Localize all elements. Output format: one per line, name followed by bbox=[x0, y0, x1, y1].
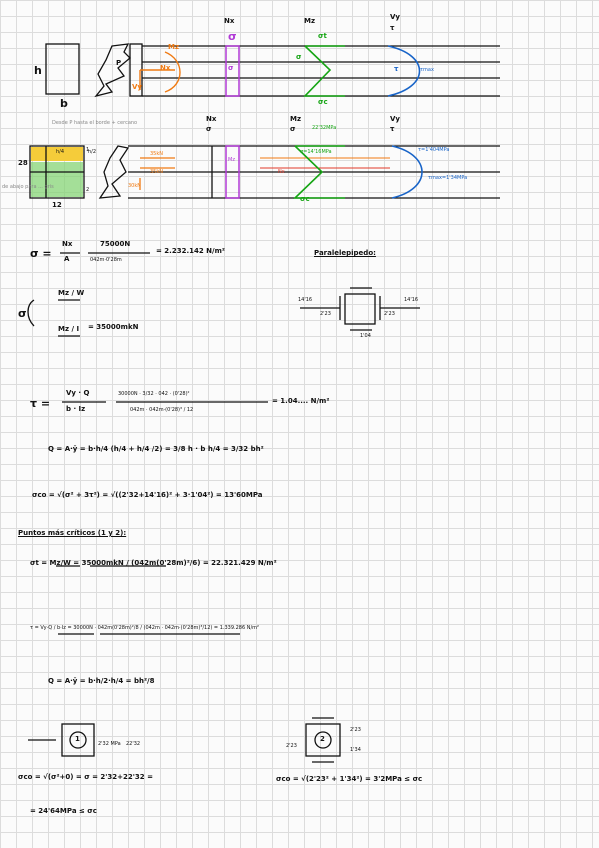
label-sigma-t2: σ bbox=[296, 53, 302, 61]
par-r: 14'16 bbox=[404, 297, 419, 303]
p2-val-r: 2'23 bbox=[350, 727, 361, 733]
label-h4: h/4 bbox=[56, 149, 65, 155]
sigma-t-eq: σt = Mz/W = 35000mkN / (042m(0'28m)²/6) … bbox=[30, 559, 277, 567]
sigma-mid-2: σ=14'16MPa bbox=[300, 149, 332, 155]
stress-c: 30kN bbox=[128, 183, 141, 189]
tau-lhs: τ = bbox=[30, 397, 51, 410]
sigma-co1b: = 24'64MPa ≤ σc bbox=[30, 807, 97, 815]
puntos-criticos: Puntos más críticos (1 y 2): bbox=[18, 529, 127, 537]
col-tau-1: τ bbox=[390, 24, 395, 32]
tau-1-2: τ=1'404MPa bbox=[418, 147, 450, 153]
sigma-result: = 2.232.142 N/m² bbox=[156, 247, 225, 255]
point1-circle bbox=[69, 731, 87, 749]
nx-val-2: Nx bbox=[278, 169, 285, 175]
point1-box bbox=[61, 723, 95, 757]
stress-b: 35kN bbox=[150, 169, 163, 175]
parallelepiped-box bbox=[344, 293, 376, 325]
cross-section-rect bbox=[45, 43, 80, 95]
label-sigma-t: σt bbox=[318, 32, 327, 40]
frac2-den: 042m·0'28m bbox=[90, 257, 122, 263]
label-sigma-inner: σ bbox=[228, 64, 234, 72]
p2-val-l: 2'23 bbox=[286, 743, 297, 749]
moment-mz-arrow bbox=[164, 51, 181, 93]
sigma-top-2: 22'32MPa bbox=[312, 125, 337, 131]
p1-val: 2'32 MPa bbox=[98, 741, 121, 747]
mz-w: Mz / W bbox=[58, 289, 85, 297]
frac1-den: A bbox=[64, 255, 70, 263]
dim-28: 28 bbox=[18, 159, 28, 167]
col-mz-1: Mz bbox=[304, 17, 316, 25]
label-sigma-c: σc bbox=[318, 98, 328, 106]
par-104: 1'04 bbox=[360, 333, 371, 339]
sigma-c-2: σc bbox=[300, 195, 310, 203]
col-sigma-2: σ bbox=[206, 125, 212, 133]
mz-val-2: Mz bbox=[228, 157, 235, 163]
col-vy-2: Vy bbox=[390, 115, 400, 123]
label-P: P bbox=[116, 59, 122, 67]
label-point-1: 1 bbox=[86, 147, 90, 153]
mz-i-val: = 35000mkN bbox=[88, 323, 139, 331]
par-223b: 2'23 bbox=[384, 311, 395, 317]
beam2-cut-outline bbox=[98, 145, 130, 199]
point2-circle bbox=[314, 731, 332, 749]
point1-label: 1 bbox=[75, 735, 80, 743]
col-sigma-2b: σ bbox=[290, 125, 296, 133]
bending2-stress-diagram bbox=[293, 145, 345, 199]
stress-a: 35kN bbox=[150, 151, 163, 157]
mz-i: Mz / I bbox=[58, 325, 80, 333]
p1-val2: 22'32 bbox=[126, 741, 141, 747]
sigma-co2: σco = √(2'23² + 1'34²) = 3'2MPa ≤ σc bbox=[276, 775, 423, 783]
col-nx-2: Nx bbox=[206, 115, 217, 123]
label-h2: h/2 bbox=[88, 149, 97, 155]
tau-num2: 30000N · 3/32 · 042 · (0'28)² bbox=[118, 391, 190, 397]
section2-green-band bbox=[31, 162, 83, 197]
par-l: 14'16 bbox=[298, 297, 313, 303]
tau-den2: 042m · 042m·(0'28)³ / 12 bbox=[130, 407, 194, 413]
sigma-co: σco = √(σ² + 3τ²) = √((2'32+14'16)² + 3·… bbox=[32, 491, 263, 499]
bending-stress-diagram bbox=[303, 45, 345, 97]
label-mz-orange: Mz bbox=[168, 43, 180, 51]
normal-stress-diagram bbox=[225, 45, 240, 97]
label-h: h bbox=[34, 64, 42, 77]
dim-12: 12 bbox=[52, 201, 62, 209]
shear2-stress-diagram bbox=[391, 145, 423, 199]
shear-stress-diagram bbox=[387, 45, 421, 97]
sigma-lhs: σ = bbox=[30, 247, 52, 260]
label-sigma-1: σ bbox=[228, 30, 237, 43]
col-tau-2: τ bbox=[390, 125, 395, 133]
point2-label: 2 bbox=[320, 735, 325, 743]
label-tau-inner: τ bbox=[394, 65, 399, 73]
col-nx-1: Nx bbox=[224, 17, 235, 25]
normal2-stress-diagram bbox=[225, 145, 240, 199]
frac1-num: Nx bbox=[62, 240, 73, 248]
q-eq2: Q = A·ȳ = b·h/2·h/4 = bh²/8 bbox=[48, 677, 155, 685]
beam-cut-outline bbox=[94, 43, 131, 98]
tau-max-2: τmax=1'34MPa bbox=[428, 175, 468, 181]
tau-den: b · Iz bbox=[66, 405, 86, 413]
q-eq: Q = A·ȳ = b·h/4 (h/4 + h/4 /2) = 3/8 h ·… bbox=[48, 445, 264, 453]
tau-result: = 1.04.... N/m² bbox=[272, 397, 330, 405]
col-vy-1: Vy bbox=[390, 13, 400, 21]
note-borde: Desde P hasta el borde + cercano bbox=[52, 120, 138, 126]
brace-left bbox=[27, 299, 35, 327]
label-tau-max: τmax bbox=[420, 67, 434, 73]
label-vy-orange: Vy bbox=[132, 83, 142, 91]
section2-yellow-band bbox=[31, 147, 83, 161]
col-mz-2: Mz bbox=[290, 115, 302, 123]
label-point-2: 2 bbox=[86, 187, 90, 193]
p2-val-b: 1'34 bbox=[350, 747, 361, 753]
label-nx-orange: Nx bbox=[160, 64, 171, 72]
sigma-brace: σ bbox=[18, 307, 27, 320]
paralelepipedo-title: Paralelepipedo: bbox=[314, 249, 376, 257]
sigma-co1: σco = √(σ²+0) = σ = 2'32+22'32 = bbox=[18, 773, 153, 781]
point2-box bbox=[305, 723, 341, 757]
par-223a: 2'23 bbox=[320, 311, 331, 317]
tau-eq2: τ = Vy·Q / b·Iz = 30000N · 042m(0'28m)²/… bbox=[30, 625, 260, 631]
tau-num: Vy · Q bbox=[66, 389, 90, 397]
label-b: b bbox=[60, 97, 68, 110]
note-abajo: de abajo para ... gris bbox=[2, 184, 54, 190]
frac2-num: 75000N bbox=[100, 240, 131, 248]
